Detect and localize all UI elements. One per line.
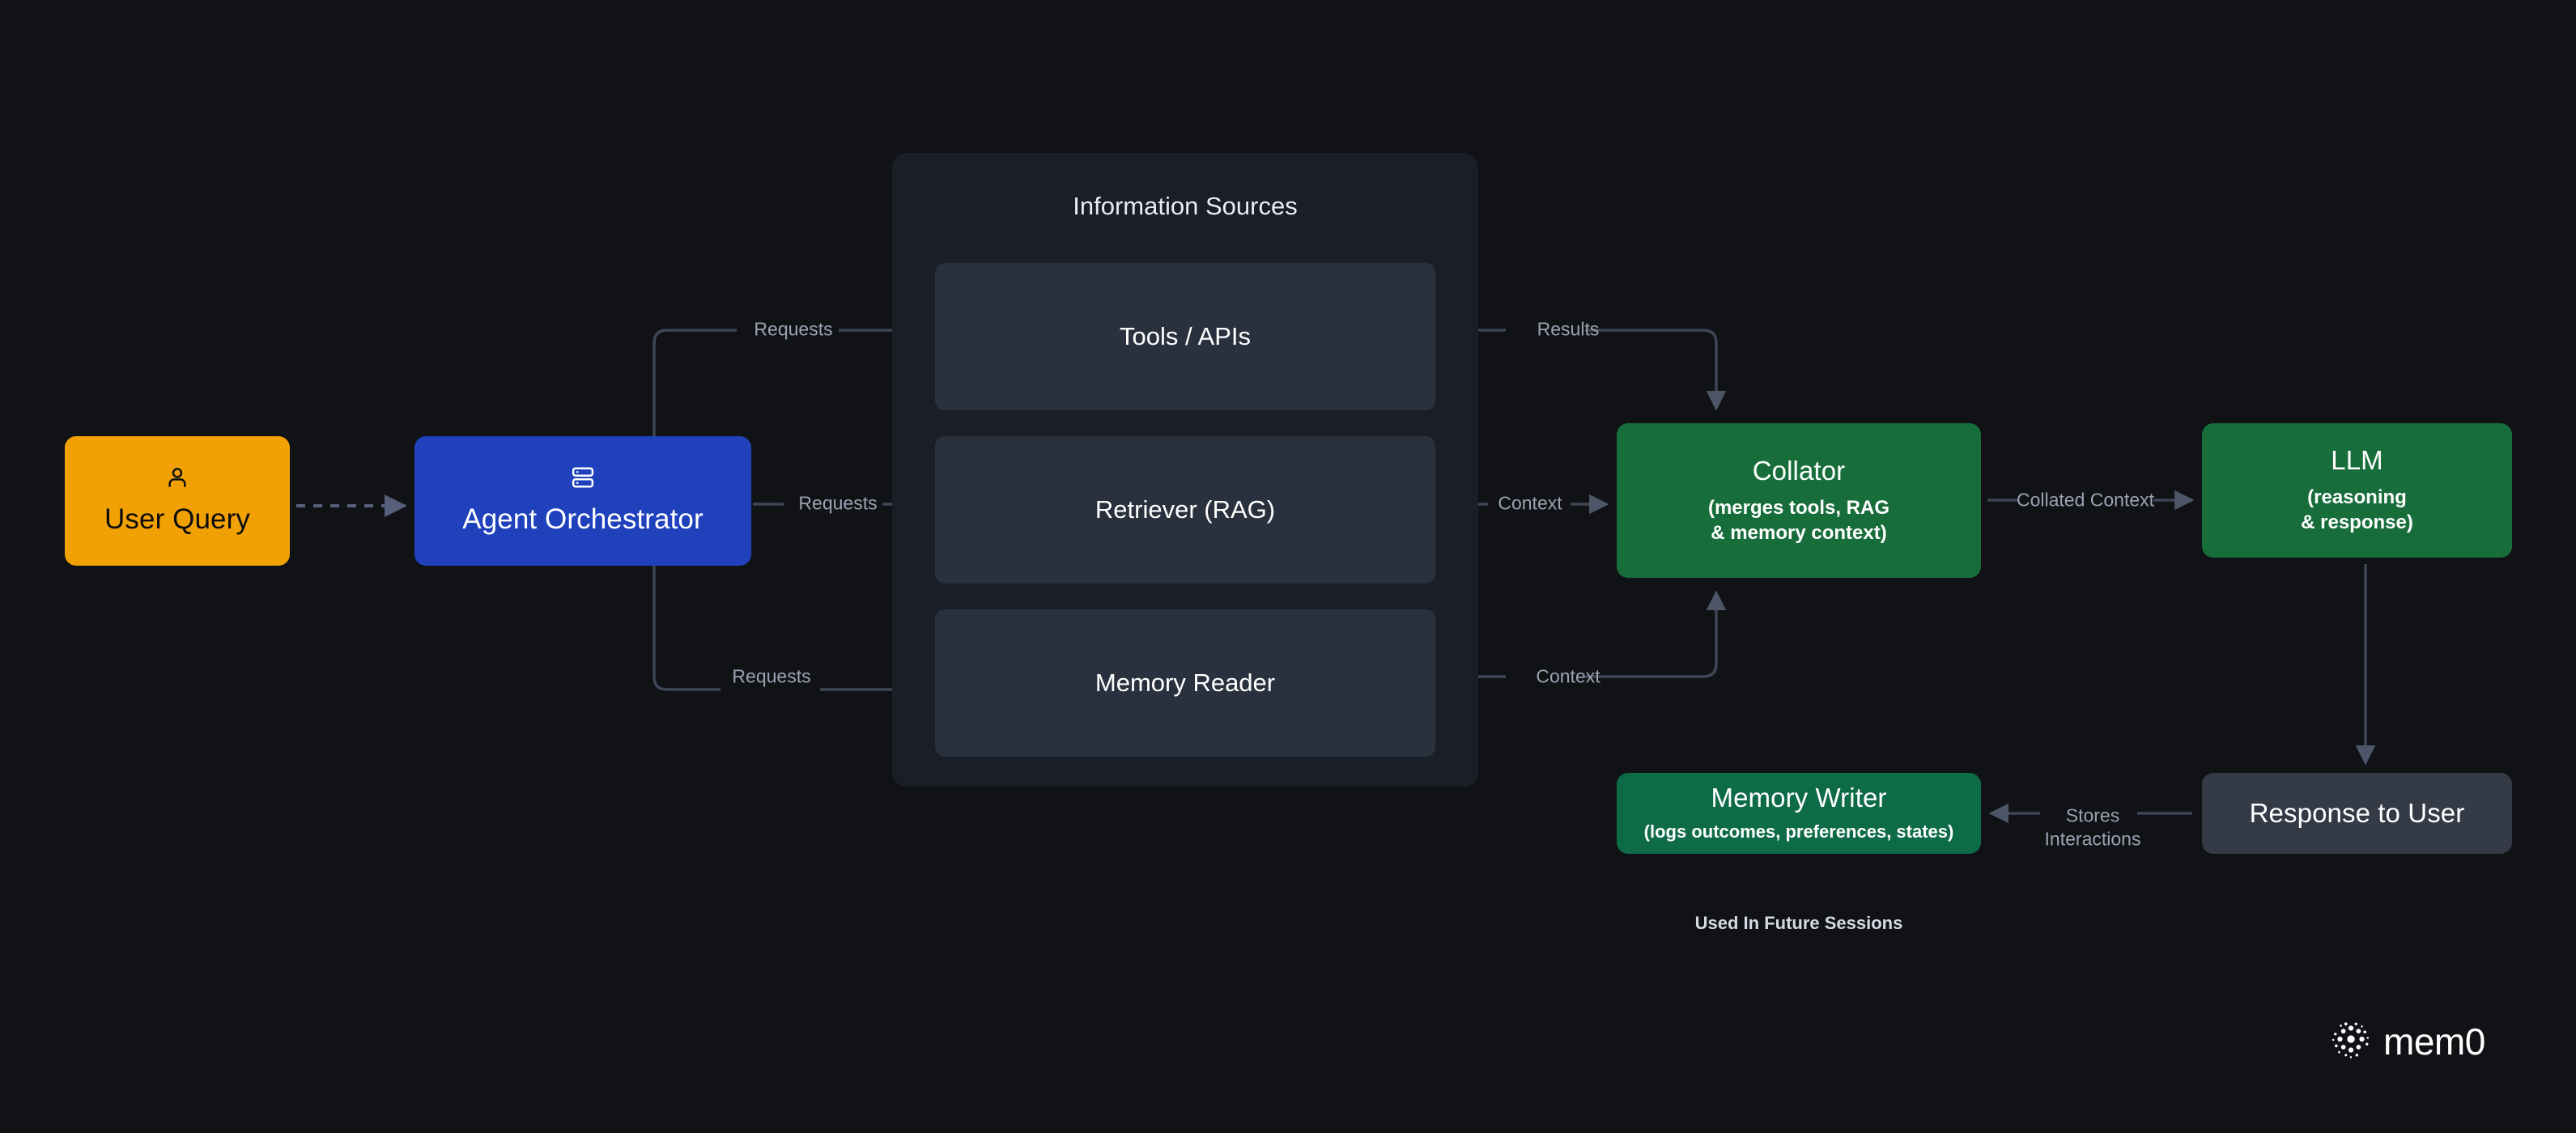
edge-orchestrator-to-tools [653,329,737,344]
edge-label-orchestrator-to-tools: Requests [754,318,833,340]
node-label: User Query [104,503,250,536]
node-label: Response to User [2249,797,2465,828]
mem0-dots-icon [2330,1018,2372,1064]
node-subtitle: (logs outcomes, preferences, states) [1643,821,1954,842]
server-icon [571,465,595,494]
person-icon [165,465,189,494]
card-retriever-rag[interactable]: Retriever (RAG) [935,436,1435,583]
edge-tools-to-collator-tail [1585,329,1727,411]
card-label: Memory Reader [1095,668,1276,697]
edge-label-tools-to-collator: Results [1537,318,1600,340]
node-label: Memory Writer [1711,783,1887,813]
edge-orchestrator-to-memory-reader [653,676,721,691]
panel-information-sources: Information Sources Tools / APIs Retriev… [892,153,1478,787]
edge-label-memory-reader-to-collator: Context [1536,665,1600,687]
edge-memory-reader-to-collator-tail [1585,590,1727,678]
node-subtitle: (reasoning & response) [2301,486,2413,534]
card-memory-reader[interactable]: Memory Reader [935,609,1435,757]
card-tools-apis[interactable]: Tools / APIs [935,263,1435,410]
panel-title: Information Sources [1073,192,1298,220]
node-user-query[interactable]: User Query [65,436,290,566]
node-collator[interactable]: Collator (merges tools, RAG & memory con… [1617,423,1981,578]
node-label: LLM [2331,445,2383,476]
node-subtitle: (merges tools, RAG & memory context) [1707,496,1890,544]
label-used-in-future-sessions: Used In Future Sessions [1694,913,1903,933]
card-label: Retriever (RAG) [1095,495,1276,524]
card-label: Tools / APIs [1120,322,1251,350]
node-label: Collator [1752,455,1846,486]
edge-label-orchestrator-to-retriever: Requests [798,492,878,514]
mem0-wordmark: mem0 [2383,1020,2485,1063]
edge-label-response-to-memory-writer: Stores Interactions [2044,804,2141,849]
node-response-to-user[interactable]: Response to User [2202,773,2512,854]
mem0-logo: mem0 [2330,1018,2485,1064]
node-llm[interactable]: LLM (reasoning & response) [2202,423,2512,558]
node-memory-writer[interactable]: Memory Writer (logs outcomes, preference… [1617,773,1981,854]
edge-label-retriever-to-collator: Context [1498,492,1562,514]
edge-label-orchestrator-to-memory-reader: Requests [732,665,811,687]
edge-label-collator-to-llm: Collated Context [2016,489,2155,511]
node-agent-orchestrator[interactable]: Agent Orchestrator [414,436,751,566]
node-label: Agent Orchestrator [462,503,704,536]
